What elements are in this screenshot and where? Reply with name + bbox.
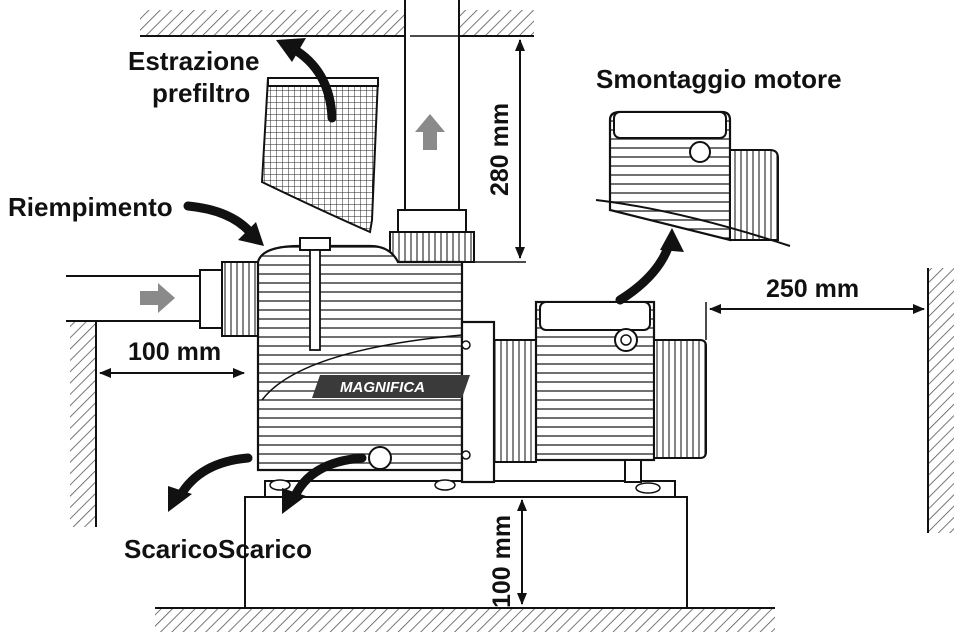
drain-arrow-left bbox=[175, 453, 253, 501]
concrete-base bbox=[244, 496, 688, 609]
prefilter-basket bbox=[260, 77, 380, 234]
label-scarico-1: Scarico bbox=[124, 534, 218, 564]
motor bbox=[534, 300, 707, 483]
dim-label-100mm-base: 100 mm bbox=[488, 515, 516, 608]
dim-label-280mm: 280 mm bbox=[486, 103, 514, 196]
dim-top-clearance bbox=[410, 35, 526, 263]
inlet-flow-arrow bbox=[140, 283, 175, 313]
left-wall bbox=[70, 322, 97, 527]
inlet-pipe bbox=[66, 261, 259, 337]
label-smontaggio-motore: Smontaggio motore bbox=[596, 64, 842, 94]
dim-label-250mm: 250 mm bbox=[766, 275, 859, 303]
brand-label: MAGNIFICA bbox=[340, 379, 425, 396]
extraction-arrow bbox=[287, 43, 337, 123]
right-wall bbox=[927, 268, 954, 533]
label-estrazione-line1: Estrazione bbox=[128, 46, 260, 76]
filling-arrow bbox=[183, 201, 255, 237]
dim-right-clearance bbox=[705, 302, 925, 340]
label-estrazione-line2: prefiltro bbox=[152, 78, 250, 108]
dim-label-100mm-left: 100 mm bbox=[128, 338, 221, 366]
pump-body bbox=[256, 237, 537, 484]
mounting-plate bbox=[264, 480, 676, 498]
ceiling bbox=[140, 10, 534, 37]
label-riempimento: Riempimento bbox=[8, 192, 173, 222]
outlet-flow-arrow bbox=[415, 114, 445, 150]
label-scarico-2: Scarico bbox=[218, 534, 312, 564]
drain-arrow-right bbox=[289, 453, 367, 503]
floor bbox=[155, 607, 775, 632]
motor-removal-arrow bbox=[615, 237, 675, 305]
removed-motor bbox=[595, 110, 791, 247]
